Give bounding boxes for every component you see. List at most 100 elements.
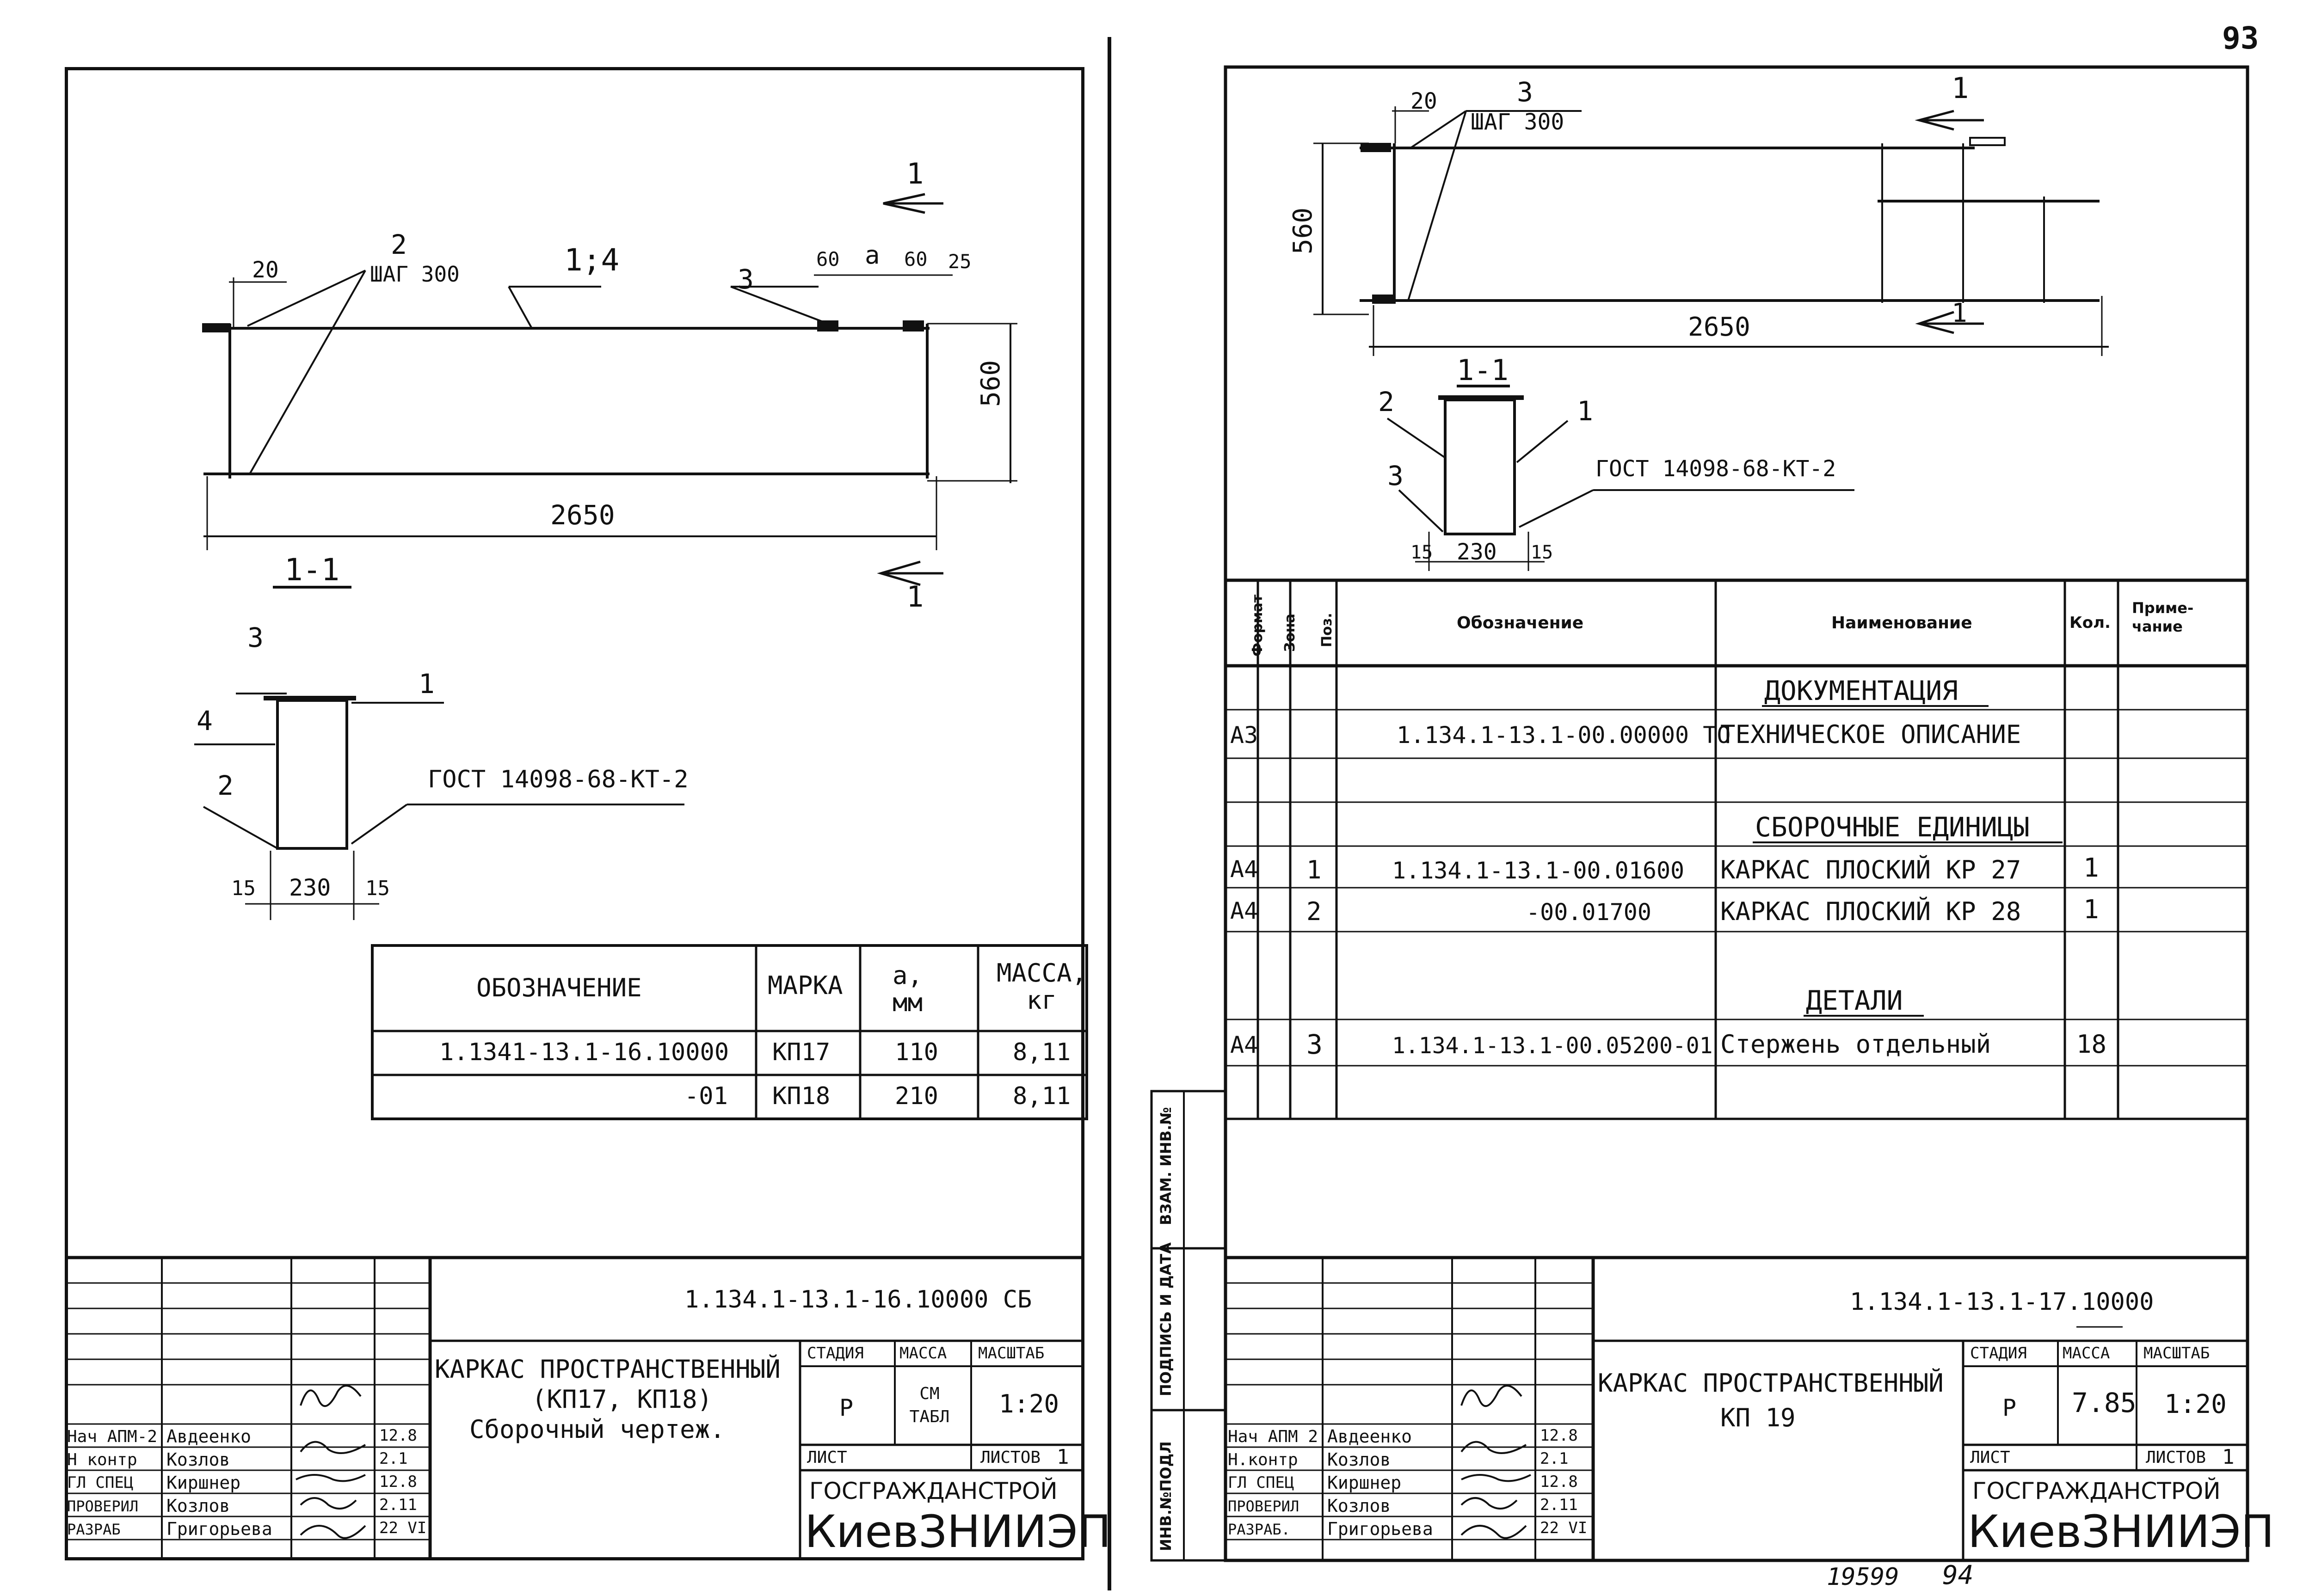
r-sig-role-2: Н.контр xyxy=(1228,1450,1298,1469)
mass-value: СМ ТАБЛ xyxy=(909,1384,950,1427)
spec-r3-name: КАРКАС ПЛОСКИЙ КР 28 xyxy=(1720,897,2021,926)
spec-r4-name: Стержень отдельный xyxy=(1720,1030,1991,1059)
spec-r4-code: 1.134.1-13.1-00.05200-01 xyxy=(1392,1033,1713,1059)
spec-r2-format: А4 xyxy=(1230,856,1258,883)
r-sheet-label: ЛИСТ xyxy=(1970,1448,2010,1467)
r-sheets-label: ЛИСТОВ xyxy=(2146,1448,2206,1467)
spec-section-details: ДЕТАЛИ xyxy=(1806,985,1903,1016)
r-sig-date-2: 2.1 xyxy=(1540,1449,1569,1468)
variants-row2-mark: КП18 xyxy=(772,1082,831,1110)
spec-r2-code: 1.134.1-13.1-00.01600 xyxy=(1392,857,1685,884)
r-sig-role-5: РАЗРАБ. xyxy=(1228,1521,1290,1538)
spec-r1-format: А3 xyxy=(1230,722,1258,749)
r-section-title: 1-1 xyxy=(1457,353,1509,387)
spec-r1-name: ТЕХНИЧЕСКОЕ ОПИСАНИЕ xyxy=(1720,720,2021,749)
r-mass-value: 7.85 xyxy=(2072,1387,2137,1418)
sheet-label: ЛИСТ xyxy=(807,1448,847,1467)
r-section-mark-top: 1 xyxy=(1952,71,1969,105)
r-pos3-step: ШАГ 300 xyxy=(1471,109,1564,135)
variants-row1-mass: 8,11 xyxy=(1013,1038,1071,1066)
mass-header: МАССА xyxy=(899,1344,947,1363)
r-section-pos2: 2 xyxy=(1378,386,1394,417)
variants-row2-code: -01 xyxy=(684,1082,728,1110)
r-title-line1: КАРКАС ПРОСТРАНСТВЕННЫЙ xyxy=(1598,1369,1944,1398)
variants-header-mass: МАССА, кг xyxy=(997,958,1087,1015)
title-line1: КАРКАС ПРОСТРАНСТВЕННЫЙ xyxy=(435,1355,781,1384)
sig-name-4: Козлов xyxy=(166,1496,230,1516)
spec-r2-pos: 1 xyxy=(1306,855,1322,884)
sig-name-3: Киршнер xyxy=(166,1473,241,1493)
r-pos3-label: 3 xyxy=(1517,76,1533,108)
r-dim-560: 560 xyxy=(1288,207,1318,254)
spec-r4-qty: 18 xyxy=(2076,1030,2107,1059)
spec-h-note: Приме- чание xyxy=(2132,599,2194,635)
pos2-label: 2 xyxy=(391,229,407,260)
left-sheet-frame xyxy=(65,67,1084,1560)
scale-header: МАСШТАБ xyxy=(978,1344,1045,1363)
section-dim-15b: 15 xyxy=(365,877,390,900)
sig-role-5: РАЗРАБ xyxy=(67,1521,121,1538)
sig-date-2: 2.1 xyxy=(379,1449,408,1468)
sheets-value: 1 xyxy=(1057,1445,1069,1469)
section-title: 1-1 xyxy=(284,552,340,588)
variants-row1-a: 110 xyxy=(895,1038,938,1066)
scale-value: 1:20 xyxy=(999,1389,1059,1418)
stamp-original-inv: ИНВ.№ПОДЛ xyxy=(1157,1441,1175,1551)
r-sig-name-5: Григорьева xyxy=(1327,1519,1433,1539)
r-sig-role-4: ПРОВЕРИЛ xyxy=(1228,1498,1299,1515)
spec-h-name: Наименование xyxy=(1831,614,1972,632)
r-mass-header: МАССА xyxy=(2063,1344,2110,1363)
r-org-institute: КиевЗНИИЭП xyxy=(1968,1506,2274,1558)
r-section-dim-230: 230 xyxy=(1457,539,1497,565)
sig-role-2: Н контр xyxy=(67,1450,137,1469)
r-sig-date-5: 22 VI xyxy=(1540,1519,1588,1537)
r-weld-note: ГОСТ 14098-68-КТ-2 xyxy=(1595,456,1836,482)
r-sheets-value: 1 xyxy=(2222,1445,2235,1469)
org-institute: КиевЗНИИЭП xyxy=(805,1506,1111,1558)
center-fold-line xyxy=(1108,37,1111,1590)
r-sig-name-3: Киршнер xyxy=(1327,1473,1402,1493)
spec-h-zone: Зона xyxy=(1282,614,1298,652)
variants-header-mark: МАРКА xyxy=(768,971,843,1000)
spec-h-qty: Кол. xyxy=(2069,614,2111,632)
weld-note: ГОСТ 14098-68-КТ-2 xyxy=(428,766,689,793)
stamp-signature-date: ПОДПИСЬ И ДАТА xyxy=(1157,1242,1175,1396)
sig-date-4: 2.11 xyxy=(379,1496,417,1514)
signature-marks xyxy=(296,1385,1531,1539)
sig-role-1: Нач АПМ-2 xyxy=(67,1427,158,1446)
sheets-label: ЛИСТОВ xyxy=(980,1448,1041,1467)
section-dim-230: 230 xyxy=(289,874,331,901)
r-section-dim-15a: 15 xyxy=(1410,542,1433,563)
r-sig-date-4: 2.11 xyxy=(1540,1496,1578,1514)
r-section-dim-15b: 15 xyxy=(1531,542,1553,563)
r-dim-2650: 2650 xyxy=(1688,312,1750,342)
spec-section-documentation: ДОКУМЕНТАЦИЯ xyxy=(1764,675,1958,706)
stamp-replaced-inv: ВЗАМ. ИНВ.№ xyxy=(1157,1107,1175,1225)
r-sig-date-1: 12.8 xyxy=(1540,1426,1578,1445)
r-doc-code: 1.134.1-13.1-17.10000 xyxy=(1850,1288,2154,1316)
r-sig-date-3: 12.8 xyxy=(1540,1473,1578,1491)
sig-role-3: ГЛ СПЕЦ xyxy=(67,1473,134,1492)
spec-r1-code: 1.134.1-13.1-00.00000 ТО xyxy=(1397,722,1731,749)
dim-60a: 60 xyxy=(816,248,840,270)
r-section-pos3: 3 xyxy=(1387,460,1404,491)
r-section-mark-bottom: 1 xyxy=(1952,298,1967,328)
stage-header: СТАДИЯ xyxy=(807,1344,864,1363)
section-mark-bottom: 1 xyxy=(906,580,924,614)
sig-date-1: 12.8 xyxy=(379,1426,417,1445)
variants-row1-code: 1.1341-13.1-16.10000 xyxy=(439,1038,729,1066)
pos2-step: ШАГ 300 xyxy=(370,262,460,287)
title-line2: (КП17, КП18) xyxy=(532,1385,713,1414)
dim-2650: 2650 xyxy=(550,499,615,531)
spec-r3-format: А4 xyxy=(1230,897,1258,924)
sig-name-1: Авдеенко xyxy=(166,1426,252,1447)
spec-r3-qty: 1 xyxy=(2083,895,2099,925)
spec-r4-pos: 3 xyxy=(1306,1029,1323,1060)
dim-560: 560 xyxy=(976,360,1006,407)
r-sig-name-1: Авдеенко xyxy=(1327,1426,1412,1447)
doc-code: 1.134.1-13.1-16.10000 СБ xyxy=(684,1286,1032,1314)
spec-h-pos: Поз. xyxy=(1319,613,1335,647)
r-section-pos1: 1 xyxy=(1577,395,1593,427)
variants-row2-a: 210 xyxy=(895,1082,938,1110)
